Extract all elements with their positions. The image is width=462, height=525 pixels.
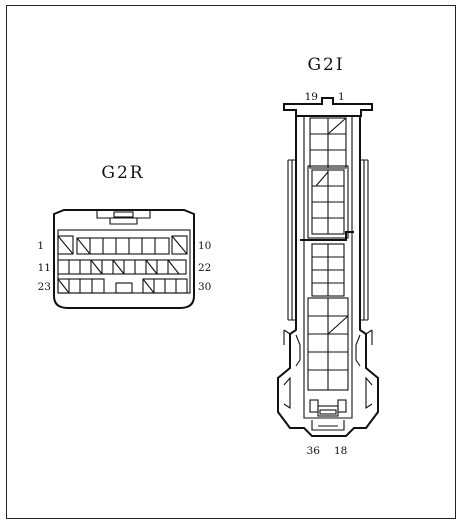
g2r-pin-22: 22 (198, 262, 211, 274)
g2i-bottom-slots (309, 399, 347, 417)
g2i-side-clips (295, 334, 361, 367)
g2r-pin-10: 10 (198, 240, 211, 252)
g2i-cavities-lower (307, 297, 349, 391)
connector-g2i: G2I (277, 55, 379, 457)
g2i-separator (300, 231, 354, 241)
g2r-pin-23: 23 (38, 281, 51, 293)
g2r-row-3 (57, 278, 188, 294)
g2i-housing (277, 116, 379, 437)
g2i-bottom-latch (311, 420, 345, 431)
g2i-pin-18: 18 (334, 445, 347, 457)
g2i-cavities-upper (309, 117, 347, 169)
g2i-pin-1: 1 (338, 91, 345, 103)
g2i-inner-channel (303, 116, 353, 419)
g2i-side-rails (287, 160, 369, 320)
g2i-top-cap (283, 97, 373, 117)
g2r-pin-11: 11 (38, 262, 51, 274)
g2i-title: G2I (307, 55, 344, 75)
g2i-cavities-middle (311, 243, 345, 297)
g2i-cavities-block-2 (307, 165, 349, 239)
g2i-pin-36: 36 (307, 445, 321, 457)
g2r-housing (53, 209, 195, 309)
g2r-title: G2R (101, 163, 144, 183)
connector-g2r: G2R (37, 163, 211, 309)
g2r-latch-slot (113, 211, 134, 218)
g2r-key-slot (115, 282, 133, 294)
g2i-pin-19: 19 (305, 91, 318, 103)
g2r-latch (96, 210, 151, 225)
g2r-pin-30: 30 (198, 281, 211, 293)
g2r-row-1 (57, 235, 188, 255)
g2r-row-2 (57, 259, 187, 275)
diagram-frame (6, 5, 456, 519)
g2r-pin-1: 1 (37, 240, 44, 252)
